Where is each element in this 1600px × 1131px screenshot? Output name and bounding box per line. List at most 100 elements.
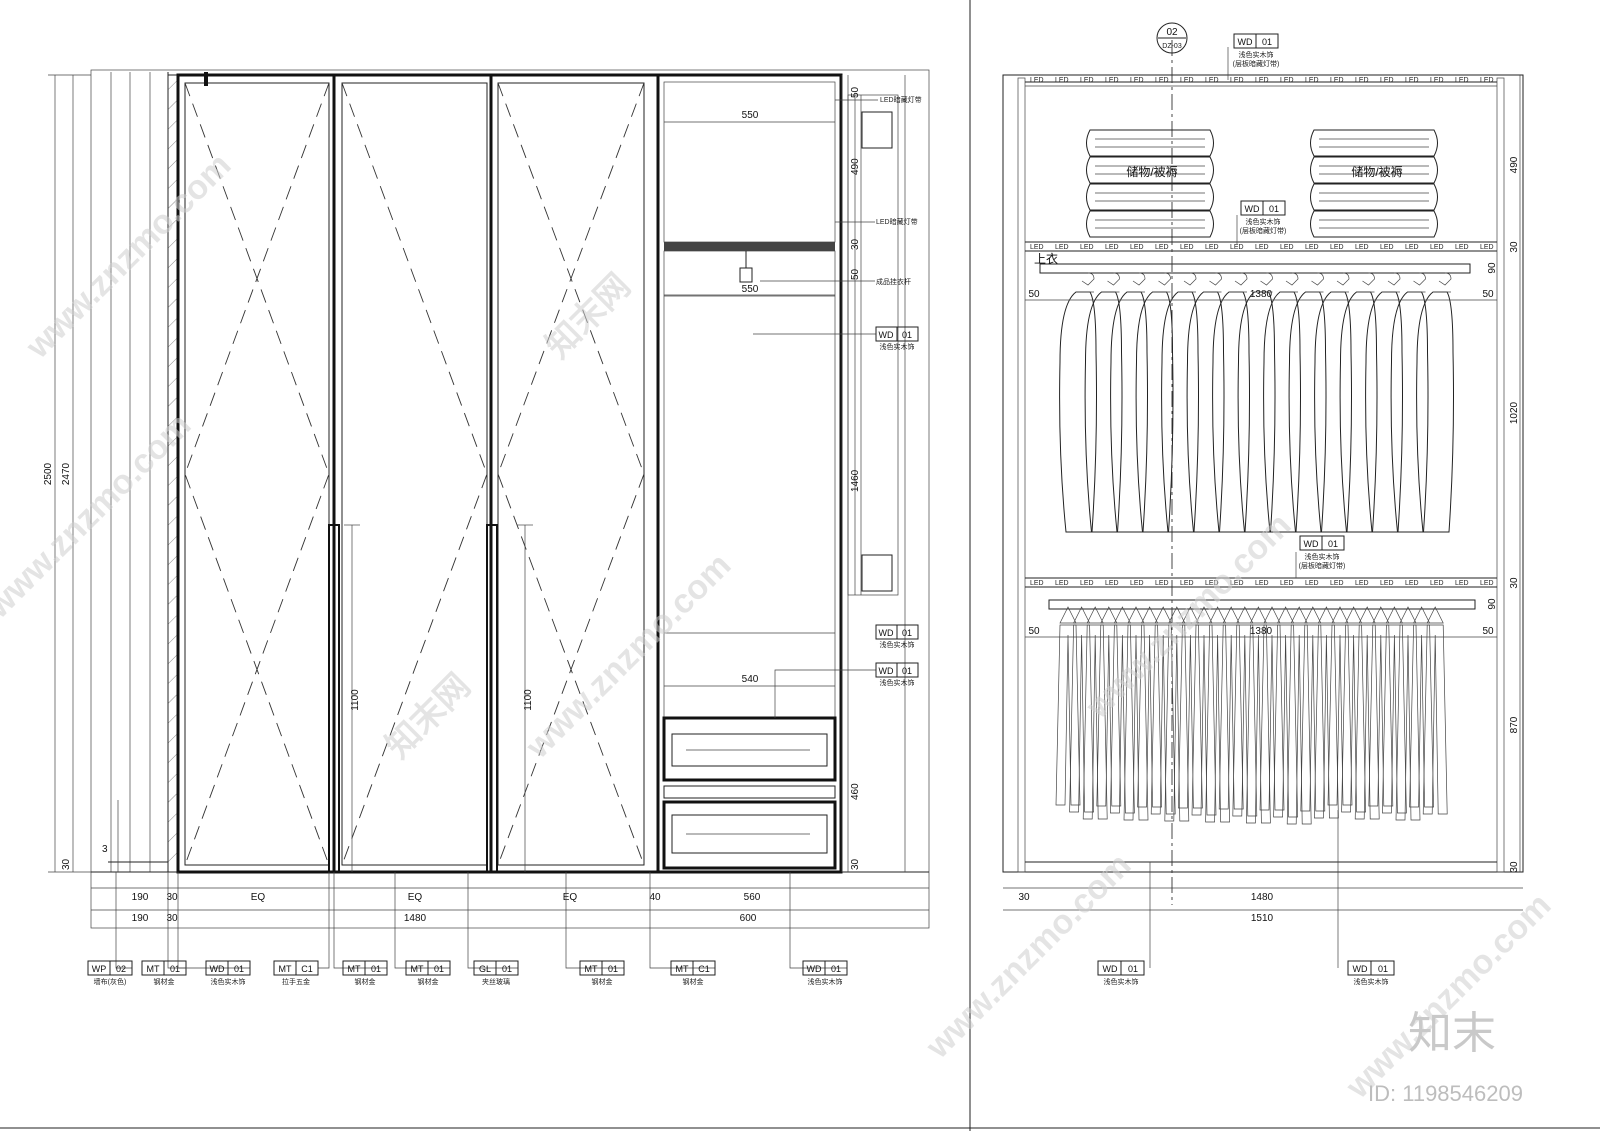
svg-text:(层板暗藏灯带): (层板暗藏灯带): [1240, 226, 1287, 235]
svg-text:MT: MT: [585, 964, 598, 974]
right-bottom-tag-2: WD 01 浅色实木饰: [1347, 960, 1395, 986]
folded-bedding: [1086, 129, 1438, 238]
left-callout-notes: LED暗藏灯带 LED暗藏灯带 成品挂衣杆: [760, 95, 922, 286]
led-marker: LED: [1205, 77, 1219, 84]
svg-text:01: 01: [1328, 539, 1338, 549]
led-marker: LED: [1330, 77, 1344, 84]
watermark-logo: 知末: [1408, 1009, 1496, 1058]
right-elevation: LED LED LED LED LED LED LED LED LED LED LED LED LED L…: [1002, 40, 1524, 911]
dim-50-a: 50: [850, 86, 861, 98]
watermark-site-1: www.znzmo.com: [18, 146, 238, 366]
led-marker: LED: [1130, 580, 1144, 587]
dim-1100-a: 1100: [350, 689, 361, 711]
svg-text:(层板暗藏灯带): (层板暗藏灯带): [1299, 561, 1346, 570]
dim-540: 540: [742, 674, 759, 685]
watermark-site-5: www.znzmo.com: [1338, 886, 1558, 1106]
svg-text:钢材金: 钢材金: [418, 977, 439, 986]
svg-text:30: 30: [1018, 892, 1030, 903]
left-dims-inner: 550 550 540 1100 1100: [350, 110, 835, 711]
led-marker: LED: [1305, 244, 1319, 251]
svg-text:钢材金: 钢材金: [592, 977, 613, 986]
dim-eq-c: EQ: [563, 892, 578, 903]
led-marker: LED: [1380, 77, 1394, 84]
led-marker: LED: [1430, 77, 1444, 84]
svg-text:MT: MT: [411, 964, 424, 974]
led-marker: LED: [1230, 77, 1244, 84]
storage-label-right: 储物/被褥: [1351, 164, 1402, 179]
led-marker: LED: [1055, 244, 1069, 251]
svg-text:浅色实木饰: 浅色实木饰: [1239, 50, 1274, 59]
bottom-tag-8: MT 01 钢材金: [565, 872, 625, 986]
led-marker: LED: [1130, 77, 1144, 84]
svg-text:浅色实木饰: 浅色实木饰: [211, 977, 246, 986]
left-dims-bottom: 190 30 EQ EQ EQ 40 560 190 30 1480 600: [132, 892, 761, 924]
led-marker: LED: [1330, 580, 1344, 587]
svg-text:浅色实木饰: 浅色实木饰: [880, 342, 915, 351]
svg-text:01: 01: [1378, 964, 1388, 974]
svg-text:浅色实木饰: 浅色实木饰: [808, 977, 843, 986]
led-marker: LED: [1080, 244, 1094, 251]
svg-text:01: 01: [608, 964, 618, 974]
led-marker: LED: [1405, 580, 1419, 587]
led-marker: LED: [1455, 580, 1469, 587]
watermark-site-6: www.znzmo.com: [1078, 506, 1298, 726]
svg-text:90: 90: [1487, 262, 1498, 274]
callout-led-2: LED暗藏灯带: [876, 217, 918, 226]
led-marker: LED: [1155, 77, 1169, 84]
svg-text:01: 01: [1262, 37, 1272, 47]
svg-text:WD: WD: [1238, 37, 1253, 47]
led-marker: LED: [1355, 580, 1369, 587]
led-marker: LED: [1080, 77, 1094, 84]
dim-490: 490: [850, 158, 861, 175]
svg-text:GL: GL: [479, 964, 491, 974]
inline-tag-2: WD 01 浅色实木饰: [875, 624, 919, 649]
led-marker: LED: [1480, 244, 1494, 251]
svg-text:30: 30: [1509, 577, 1520, 589]
right-mid-tag: WD 01 浅色实木饰 (层板暗藏灯带): [1295, 535, 1346, 578]
left-elevation: [90, 69, 930, 929]
right-dims-inner: 50 1380 50 50 1380 50: [1025, 289, 1497, 638]
led-marker: LED: [1480, 580, 1494, 587]
dim-560: 560: [744, 892, 761, 903]
led-marker: LED: [1055, 77, 1069, 84]
watermark-site-4: www.znzmo.com: [918, 846, 1138, 1066]
section-marker-top: 02: [1166, 27, 1178, 38]
svg-text:02: 02: [116, 964, 126, 974]
svg-text:01: 01: [902, 666, 912, 676]
svg-text:01: 01: [1269, 204, 1279, 214]
right-bottom-tag-1: WD 01 浅色实木饰: [1097, 960, 1145, 986]
led-marker: LED: [1080, 580, 1094, 587]
dim-550-b: 550: [742, 284, 759, 295]
svg-text:MT: MT: [676, 964, 689, 974]
section-marker-bottom: DZ-03: [1162, 43, 1182, 50]
led-marker: LED: [1155, 580, 1169, 587]
watermarks: www.znzmo.com www.znzmo.com www.znzmo.co…: [0, 146, 1558, 1106]
svg-text:01: 01: [1128, 964, 1138, 974]
svg-text:WD: WD: [1103, 964, 1118, 974]
led-marker: LED: [1255, 580, 1269, 587]
led-marker: LED: [1230, 244, 1244, 251]
dim-2500: 2500: [43, 462, 54, 485]
svg-text:50: 50: [1028, 626, 1040, 637]
led-marker: LED: [1180, 77, 1194, 84]
svg-text:C1: C1: [301, 964, 313, 974]
svg-text:1380: 1380: [1250, 626, 1273, 637]
svg-text:1380: 1380: [1250, 289, 1273, 300]
dim-1460: 1460: [850, 469, 861, 492]
dim-40: 40: [649, 892, 661, 903]
svg-text:30: 30: [1509, 861, 1520, 873]
led-marker: LED: [1355, 77, 1369, 84]
svg-text:50: 50: [1482, 626, 1494, 637]
dim-1480-left: 1480: [404, 913, 427, 924]
svg-text:拉手五金: 拉手五金: [282, 977, 310, 986]
dim-30-left: 30: [61, 858, 72, 870]
led-marker: LED: [1430, 580, 1444, 587]
